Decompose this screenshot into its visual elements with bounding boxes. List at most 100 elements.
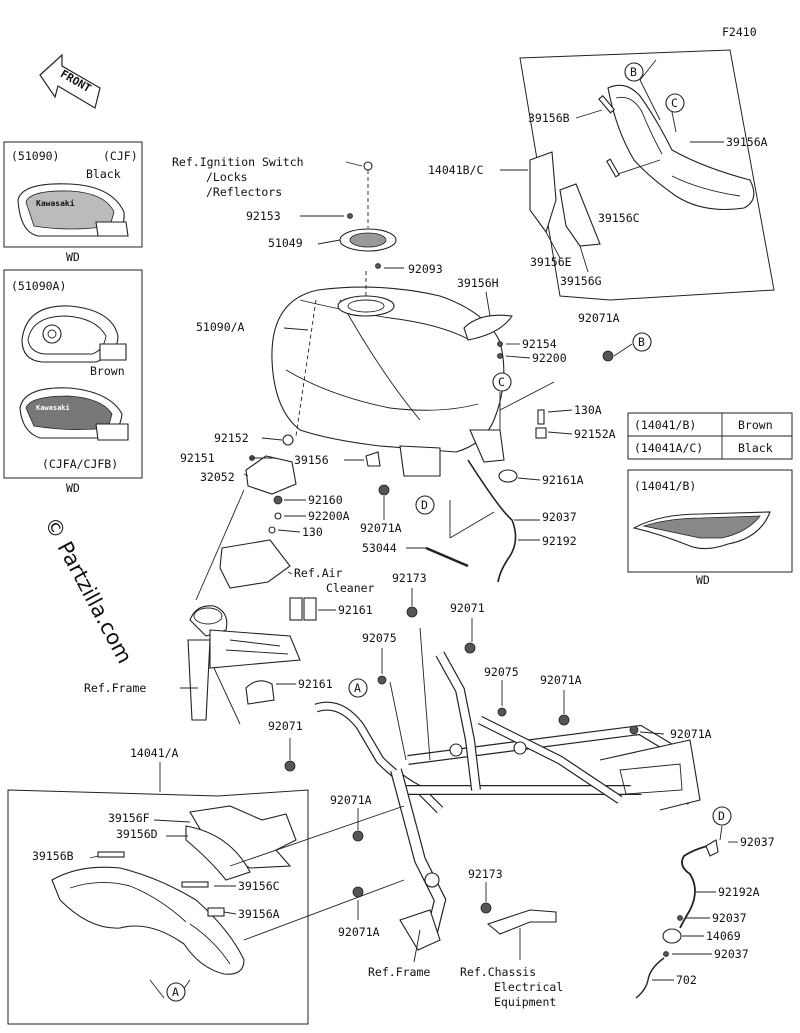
label-39156B-bottom: 39156B [32, 849, 74, 863]
callout-D-tank: D [421, 498, 428, 512]
label-92037-1: 92037 [542, 510, 577, 524]
inset-brown-brand: Kawasaki [36, 404, 70, 412]
fuel-tank: D C B [243, 161, 652, 583]
callout-D-cable: D [718, 809, 725, 823]
color-table-part-2: (14041A/C) [634, 441, 703, 455]
inset-cover-code: (14041/B) [634, 479, 696, 493]
inset-brown-note: WD [66, 481, 80, 495]
label-92152A: 92152A [574, 427, 616, 441]
inset-black-code: (51090) [11, 149, 59, 163]
ref-electrical: Electrical [494, 980, 563, 994]
label-702: 702 [676, 973, 697, 987]
label-92151: 92151 [180, 451, 215, 465]
inset-brown-code: (51090A) [11, 279, 66, 293]
label-39156E: 39156E [530, 255, 572, 269]
label-92161-2: 92161 [298, 677, 333, 691]
inset-black-note: WD [66, 250, 80, 264]
ref-equipment: Equipment [494, 995, 556, 1009]
inset-side-cover: (14041/B) WD [627, 469, 793, 587]
label-92075-2: 92075 [484, 665, 519, 679]
label-53044: 53044 [362, 541, 397, 555]
callout-B-top: B [630, 65, 637, 79]
inset-cover-note: WD [696, 573, 710, 587]
inset-black-brand: Kawasaki [36, 198, 75, 208]
callout-A-frame: A [354, 681, 361, 695]
label-39156C-bottom: 39156C [238, 879, 280, 893]
label-92154: 92154 [522, 337, 557, 351]
label-130A: 130A [574, 403, 602, 417]
label-92200: 92200 [532, 351, 567, 365]
label-14041BC: 14041B/C [428, 163, 483, 177]
label-51090A: 51090/A [196, 320, 245, 334]
label-92200A: 92200A [308, 509, 350, 523]
inset-brown-tank: (51090A) Brown Kawasaki (CJFA/CJFB) WD [3, 269, 143, 495]
ref-cleaner: Cleaner [326, 581, 375, 595]
label-92071-1: 92071 [450, 601, 485, 615]
air-cleaner-area [180, 489, 336, 725]
label-92071A-5: 92071A [330, 793, 372, 807]
label-39156G: 39156G [560, 274, 602, 288]
label-39156: 39156 [294, 453, 329, 467]
label-92192: 92192 [542, 534, 577, 548]
figure-code: F2410 [722, 25, 757, 39]
label-92152: 92152 [214, 431, 249, 445]
ref-ignition-switch: Ref.Ignition Switch [172, 155, 304, 169]
callout-A-bottom: A [172, 985, 179, 999]
label-39156H: 39156H [457, 276, 499, 290]
watermark: © Partzilla.com [40, 513, 137, 667]
label-92173-2: 92173 [468, 867, 503, 881]
label-92071A-2: 92071A [360, 521, 402, 535]
color-table: (14041/B) Brown (14041A/C) Black [627, 412, 793, 460]
label-92093: 92093 [408, 262, 443, 276]
callout-C-top: C [671, 96, 678, 110]
cable-assembly: D [635, 806, 738, 999]
label-51049: 51049 [268, 236, 303, 250]
label-92173-1: 92173 [392, 571, 427, 585]
detail-box-left-cover: A 14041/A [7, 746, 405, 1025]
ref-chassis: Ref.Chassis [460, 965, 536, 979]
ref-air: Ref.Air [294, 566, 343, 580]
label-92071-2: 92071 [268, 719, 303, 733]
label-92161-1: 92161 [338, 603, 373, 617]
label-32052: 32052 [200, 470, 235, 484]
label-14069: 14069 [706, 929, 741, 943]
label-92153: 92153 [246, 209, 281, 223]
label-92037-4: 92037 [714, 947, 749, 961]
label-39156D: 39156D [116, 827, 158, 841]
main-frame: A [284, 588, 701, 963]
label-92075-1: 92075 [362, 631, 397, 645]
inset-black-color: Black [86, 167, 121, 181]
label-39156C-top: 39156C [598, 211, 640, 225]
ref-reflectors: /Reflectors [206, 185, 282, 199]
color-table-color-1: Brown [738, 418, 773, 432]
inset-black-tank: (51090) (CJF) Black Kawasaki WD [3, 141, 143, 264]
ref-locks: /Locks [206, 170, 248, 184]
ref-frame-left: Ref.Frame [84, 681, 146, 695]
label-92160: 92160 [308, 493, 343, 507]
detail-box-side-cover: B C 14041B/C 39156B 39156A 39156C 39156E… [428, 49, 775, 301]
label-92161A: 92161A [542, 473, 584, 487]
ref-frame-bottom: Ref.Frame [368, 965, 430, 979]
inset-brown-variant: (CJFA/CJFB) [42, 457, 118, 471]
callout-C-tank: C [498, 375, 505, 389]
label-14041A: 14041/A [130, 746, 179, 760]
label-39156F: 39156F [108, 811, 150, 825]
color-table-part-1: (14041/B) [634, 418, 696, 432]
label-39156A-top: 39156A [726, 135, 768, 149]
label-39156B-top: 39156B [528, 111, 570, 125]
label-92071A-6: 92071A [338, 925, 380, 939]
label-92071A-3: 92071A [540, 673, 582, 687]
label-92192A: 92192A [718, 885, 760, 899]
label-92071A-1: 92071A [578, 311, 620, 325]
label-130: 130 [302, 525, 323, 539]
label-92037-2: 92037 [740, 835, 775, 849]
label-39156A-bottom: 39156A [238, 907, 280, 921]
inset-brown-color: Brown [90, 364, 125, 378]
callout-B-tank: B [638, 335, 645, 349]
label-92071A-4: 92071A [670, 727, 712, 741]
color-table-color-2: Black [738, 441, 773, 455]
label-92037-3: 92037 [712, 911, 747, 925]
inset-black-variant: (CJF) [103, 149, 138, 163]
front-arrow-icon: FRONT [39, 53, 101, 109]
